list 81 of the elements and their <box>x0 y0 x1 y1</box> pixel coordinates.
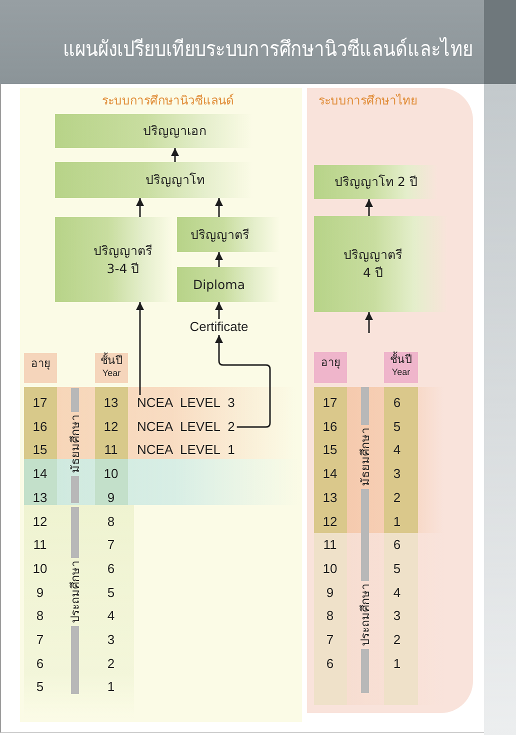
degree-box: ปริญญาตรี <box>177 217 280 252</box>
year-number: 2 <box>393 632 401 648</box>
age-number: 11 <box>33 537 47 554</box>
level-label: NCEA LEVEL 2 <box>137 419 235 435</box>
age-number: 12 <box>322 514 338 530</box>
year-number: 10 <box>104 466 118 482</box>
column-heading: ชั้นปี <box>100 354 122 368</box>
age-number: 10 <box>322 560 338 577</box>
age-number: 13 <box>32 490 48 506</box>
column-heading: ชั้นปี <box>390 353 412 367</box>
year-number: 1 <box>393 656 401 672</box>
age-number: 9 <box>36 584 44 601</box>
arrow <box>215 198 223 217</box>
degree-box: Diploma <box>177 267 280 302</box>
year-number: 5 <box>393 560 401 577</box>
year-number: 8 <box>107 514 115 530</box>
level-label: NCEA LEVEL 1 <box>137 442 235 458</box>
arrow <box>215 302 223 319</box>
arrow <box>136 198 144 217</box>
arrow <box>136 302 144 395</box>
column-heading: อายุ <box>24 353 57 383</box>
year-number: 1 <box>107 679 115 696</box>
arrow <box>215 335 271 428</box>
column-subheading: Year <box>102 368 121 379</box>
age-number: 6 <box>326 656 334 672</box>
year-number: 4 <box>107 608 115 624</box>
stage-label: มัธยมศึกษา <box>358 428 372 486</box>
age-number: 8 <box>326 608 334 624</box>
year-number: 2 <box>393 490 401 506</box>
age-number: 15 <box>32 442 48 458</box>
year-number: 4 <box>393 584 401 601</box>
column-heading: อายุ <box>314 352 347 383</box>
column-subheading: Year <box>392 367 410 378</box>
stage-label: มัธยมศึกษา <box>68 415 82 473</box>
year-number: 3 <box>107 632 115 648</box>
year-number: 6 <box>393 395 401 411</box>
age-number: 14 <box>322 466 338 482</box>
year-number: 3 <box>393 608 401 624</box>
age-number: 9 <box>326 584 334 601</box>
year-number: 9 <box>107 490 115 506</box>
stage-label: ประถมศึกษา <box>358 584 372 646</box>
section-heading: ระบบการศึกษานิวซีแลนด์ <box>102 94 234 108</box>
age-number: 17 <box>322 395 338 411</box>
year-number: 13 <box>104 395 118 411</box>
age-number: 16 <box>32 418 48 435</box>
age-number: 14 <box>32 466 48 482</box>
age-number: 10 <box>32 560 48 577</box>
arrow <box>171 148 179 162</box>
header-box <box>384 352 418 383</box>
age-number: 12 <box>32 514 48 530</box>
qualification-label: Certificate <box>190 319 248 335</box>
age-number: 13 <box>322 490 338 506</box>
age-number: 15 <box>322 442 338 458</box>
age-number: 7 <box>36 632 44 648</box>
age-number: 5 <box>36 679 44 696</box>
year-number: 2 <box>107 656 115 672</box>
age-number: 8 <box>36 608 44 624</box>
arrow <box>365 312 373 333</box>
arrow <box>215 252 223 267</box>
year-number: 4 <box>393 442 401 458</box>
age-number: 17 <box>32 395 48 411</box>
section-heading: ระบบการศึกษาไทย <box>318 94 418 108</box>
age-number: 7 <box>326 632 334 648</box>
year-number: 5 <box>393 418 401 435</box>
arrow <box>365 199 373 216</box>
year-number: 11 <box>104 442 118 458</box>
year-number: 3 <box>393 466 401 482</box>
age-number: 6 <box>36 656 44 672</box>
year-number: 12 <box>104 418 118 435</box>
year-number: 6 <box>393 537 401 554</box>
year-number: 6 <box>107 560 115 577</box>
age-number: 16 <box>322 418 338 435</box>
age-number: 11 <box>323 537 337 554</box>
level-label: NCEA LEVEL 3 <box>137 395 235 411</box>
section-panel <box>20 88 302 722</box>
header-box <box>95 353 128 383</box>
stage-label: ประถมศึกษา <box>68 561 82 623</box>
year-number: 7 <box>107 537 115 554</box>
year-number: 5 <box>107 584 115 601</box>
year-number: 1 <box>393 514 401 530</box>
title: แผนผังเปรียบเทียบระบบการศึกษานิวซีแลนด์และไทย <box>63 36 473 62</box>
